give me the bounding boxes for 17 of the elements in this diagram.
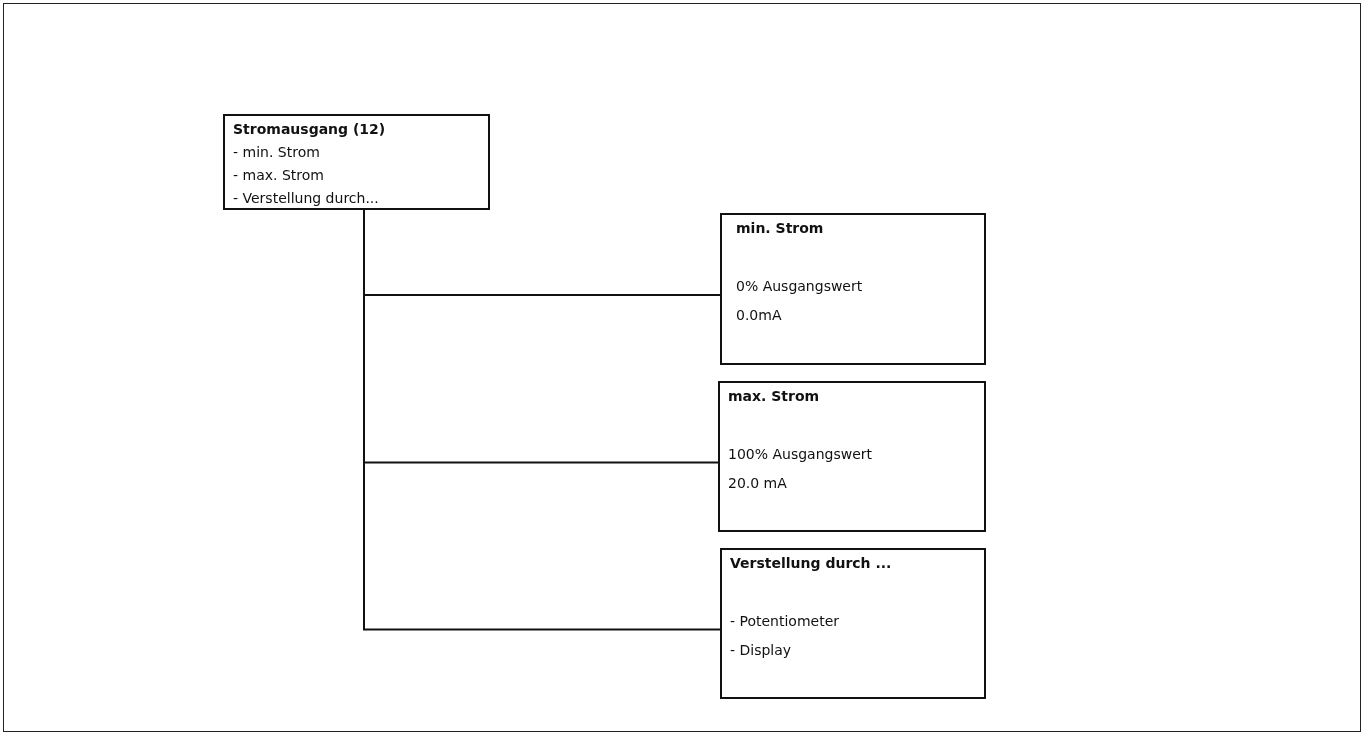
box-text: 0.0mA (736, 306, 783, 325)
text-box (720, 548, 986, 699)
box-text: 20.0 mA (728, 474, 788, 493)
box-title: Verstellung durch ... (730, 554, 893, 573)
box-title: min. Strom (736, 219, 825, 238)
list-item: - min. Strom (233, 143, 321, 162)
box-title: Stromausgang (12) (233, 120, 387, 139)
box-text: - Display (730, 641, 793, 660)
box-text: 0% Ausgangswert (736, 277, 864, 296)
text-box (718, 381, 986, 532)
list-item: - max. Strom (233, 166, 325, 185)
text-box (720, 213, 986, 365)
box-text: 100% Ausgangswert (728, 445, 874, 464)
box-text: - Potentiometer (730, 612, 841, 631)
box-title: max. Strom (728, 387, 821, 406)
text-box (223, 114, 490, 210)
list-item: - Verstellung durch... (233, 189, 380, 208)
